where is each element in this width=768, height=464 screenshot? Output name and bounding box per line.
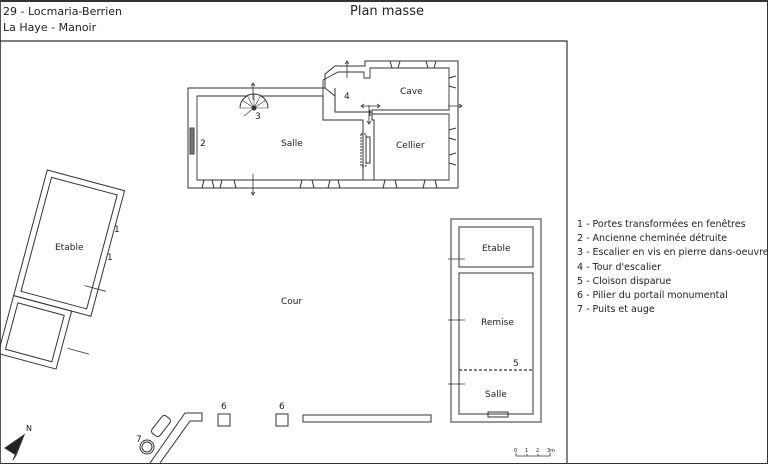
right-outbuilding (448, 218, 542, 423)
room-label: Etable (55, 243, 84, 253)
marker: 2 (200, 139, 206, 149)
marker: 1 (107, 253, 113, 263)
legend-item: 1 - Portes transformées en fenêtres (577, 219, 746, 230)
legend-item: 4 - Tour d'escalier (577, 261, 661, 273)
north-arrow-icon (4, 433, 26, 461)
marker: 3 (255, 112, 261, 122)
pillar (275, 413, 289, 427)
marker: 5 (513, 359, 519, 369)
legend-item: 5 - Cloison disparue (577, 275, 672, 287)
legend-item: 6 - Pilier du portail monumental (577, 290, 728, 302)
north-label: N (26, 424, 32, 433)
marker: 6 (279, 402, 285, 412)
left-stable-building (0, 169, 126, 370)
portal-and-well (139, 412, 432, 463)
marker: 1 (114, 225, 120, 235)
map-frame (0, 40, 568, 463)
legend-item: 2 - Ancienne cheminée détruite (577, 233, 728, 245)
room-label: Etable (482, 244, 511, 254)
room-label: Cour (281, 297, 302, 307)
marker: 4 (344, 92, 350, 102)
room-label: Cave (400, 87, 423, 97)
scale-tick-label: 0 (514, 448, 517, 454)
manor-building (187, 60, 463, 196)
scale-tick-label: 2 (536, 448, 539, 454)
legend-item: 7 - Puits et auge (577, 304, 655, 316)
room-label: Cellier (396, 141, 425, 151)
commune-label: 29 - Locmaria-Berrien (3, 5, 122, 18)
legend: 1 - Portes transformées en fenêtres 2 - … (577, 218, 768, 317)
marker: 7 (136, 435, 142, 445)
room-label: Remise (481, 318, 514, 328)
spiral-stair-icon (239, 93, 269, 117)
room-label: Salle (281, 139, 303, 149)
marker: 6 (221, 402, 227, 412)
pillar (217, 413, 231, 427)
plan-title: Plan masse (350, 4, 424, 19)
legend-item: 3 - Escalier en vis en pierre dans-oeuvr… (577, 247, 768, 259)
scale-bar (515, 453, 551, 457)
scale-tick-label: 3m (547, 448, 555, 454)
site-label: La Haye - Manoir (3, 21, 97, 34)
wall (302, 414, 432, 423)
room-label: Salle (485, 390, 507, 400)
scale-tick-label: 1 (525, 448, 528, 454)
chimney-hatch (189, 127, 195, 155)
